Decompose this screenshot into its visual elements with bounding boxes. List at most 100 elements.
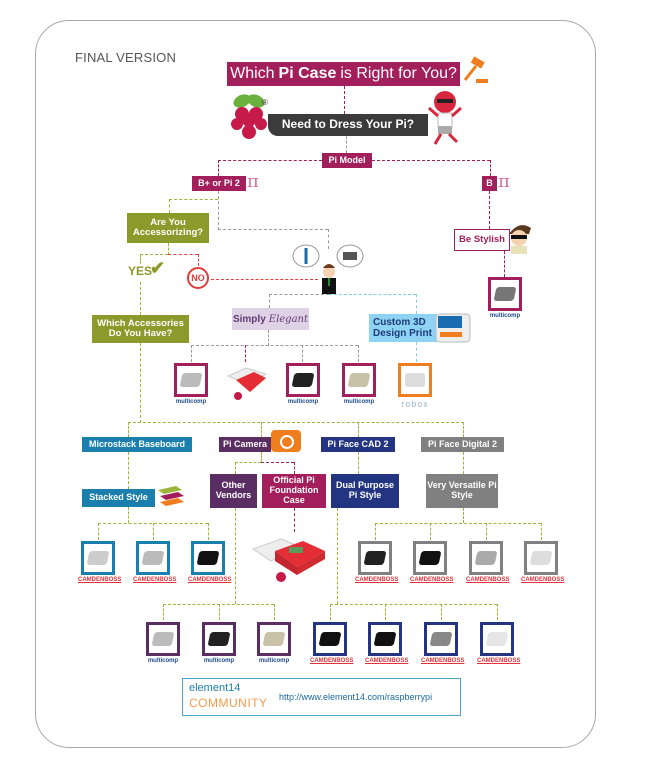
- case-thumbnail: [524, 541, 558, 575]
- no-prohibited-icon: NO: [187, 267, 209, 289]
- title-text-bold: Pi Case: [278, 65, 337, 83]
- connector: [128, 422, 464, 423]
- pi-camera-node: Pi Camera: [219, 437, 271, 452]
- element14-logo: element14: [189, 682, 241, 694]
- case-thumbnail: [358, 541, 392, 575]
- camdenboss-logo: CAMDENBOSS: [466, 577, 510, 583]
- connector: [294, 462, 295, 474]
- other-vendors-node: Other Vendors: [210, 474, 257, 508]
- case-thumbnail: [469, 541, 503, 575]
- case-thumbnail: [257, 622, 291, 656]
- connector: [302, 345, 303, 362]
- connector: [344, 86, 345, 114]
- official-red-case-image: [251, 538, 325, 582]
- camdenboss-logo: CAMDENBOSS: [355, 577, 399, 583]
- connector: [261, 422, 262, 437]
- connector: [169, 199, 170, 213]
- multicomp-logo: multicomp: [147, 658, 179, 664]
- connector: [269, 294, 270, 308]
- case-thumbnail: [342, 363, 376, 397]
- connector: [235, 508, 236, 604]
- connector: [346, 136, 347, 153]
- connector: [541, 523, 542, 540]
- which-accessories-node: Which Accessories Do You Have?: [92, 315, 189, 343]
- checkmark-icon: ✔: [150, 258, 166, 278]
- camdenboss-logo: CAMDENBOSS: [365, 658, 409, 664]
- case-thumbnail: [286, 363, 320, 397]
- connector: [372, 160, 490, 161]
- camera-icon: [271, 430, 301, 452]
- connector: [416, 342, 417, 362]
- case-thumbnail: [146, 622, 180, 656]
- connector: [269, 294, 329, 295]
- pi-model-node: Pi Model: [322, 153, 372, 168]
- connector: [490, 160, 491, 176]
- connector: [486, 523, 487, 540]
- title-text-post: is Right for You?: [340, 65, 457, 83]
- version-label: FINAL VERSION: [75, 50, 177, 65]
- outer-frame: [35, 20, 596, 748]
- connector: [169, 199, 218, 200]
- connector: [261, 452, 262, 462]
- robox-logo: robox: [401, 399, 429, 409]
- very-versatile-node: Very Versatile Pi Style: [426, 474, 498, 508]
- camdenboss-logo: CAMDENBOSS: [78, 577, 122, 583]
- connector: [430, 523, 431, 540]
- stylish-guy-icon: [509, 225, 531, 254]
- case-thumbnail: [136, 541, 170, 575]
- connector: [235, 462, 261, 463]
- connector: [211, 279, 318, 280]
- gavel-icon: [463, 56, 488, 83]
- subtitle-banner: Need to Dress Your Pi?: [268, 114, 428, 136]
- microstack-baseboard-node: Microstack Baseboard: [82, 437, 192, 452]
- footer-url-link[interactable]: http://www.element14.com/raspberrypi: [279, 692, 433, 702]
- connector: [358, 452, 359, 474]
- case-thumbnail: [488, 277, 522, 311]
- connector: [329, 294, 416, 295]
- connector: [358, 345, 359, 362]
- case-thumbnail: [191, 541, 225, 575]
- registered-mark: ®: [262, 98, 268, 107]
- multicomp-logo: multicomp: [343, 399, 375, 405]
- camdenboss-logo: CAMDENBOSS: [477, 658, 521, 664]
- stacked-style-node: Stacked Style: [82, 489, 155, 507]
- camdenboss-logo: CAMDENBOSS: [188, 577, 232, 583]
- multicomp-logo: multicomp: [175, 399, 207, 405]
- connector: [416, 294, 417, 314]
- businessman-thinking-icon: [292, 244, 364, 294]
- connector: [198, 254, 199, 266]
- connector: [261, 462, 294, 463]
- case-thumbnail: [413, 541, 447, 575]
- yes-label: YES: [128, 264, 153, 278]
- camdenboss-logo: CAMDENBOSS: [421, 658, 465, 664]
- connector: [98, 523, 99, 540]
- connector: [218, 191, 219, 230]
- case-thumbnail: [368, 622, 402, 656]
- camdenboss-logo: CAMDENBOSS: [310, 658, 354, 664]
- connector: [235, 462, 236, 474]
- multicomp-logo: multicomp: [258, 658, 290, 664]
- be-stylish-node: Be Stylish: [454, 229, 510, 251]
- pi-symbol-icon: π: [247, 171, 259, 192]
- are-you-accessorizing-node: Are You Accessorizing?: [127, 213, 209, 243]
- case-thumbnail: [480, 622, 514, 656]
- official-pi-foundation-case-node: Official Pi Foundation Case: [262, 474, 326, 508]
- connector: [140, 254, 168, 255]
- connector: [219, 604, 220, 620]
- connector: [330, 604, 497, 605]
- connector: [497, 604, 498, 620]
- connector: [128, 422, 129, 437]
- connector: [375, 523, 376, 540]
- connector: [463, 452, 464, 474]
- connector: [163, 604, 274, 605]
- elegant-label: Elegant: [268, 313, 309, 325]
- connector: [168, 243, 169, 255]
- connector: [268, 330, 269, 346]
- connector: [463, 508, 464, 523]
- connector: [218, 229, 328, 230]
- 3d-printer-icon: [435, 313, 471, 343]
- title-banner: Which Pi Case is Right for You?: [227, 62, 460, 86]
- connector: [163, 604, 164, 620]
- connector: [328, 229, 329, 249]
- multicomp-logo: multicomp: [287, 399, 319, 405]
